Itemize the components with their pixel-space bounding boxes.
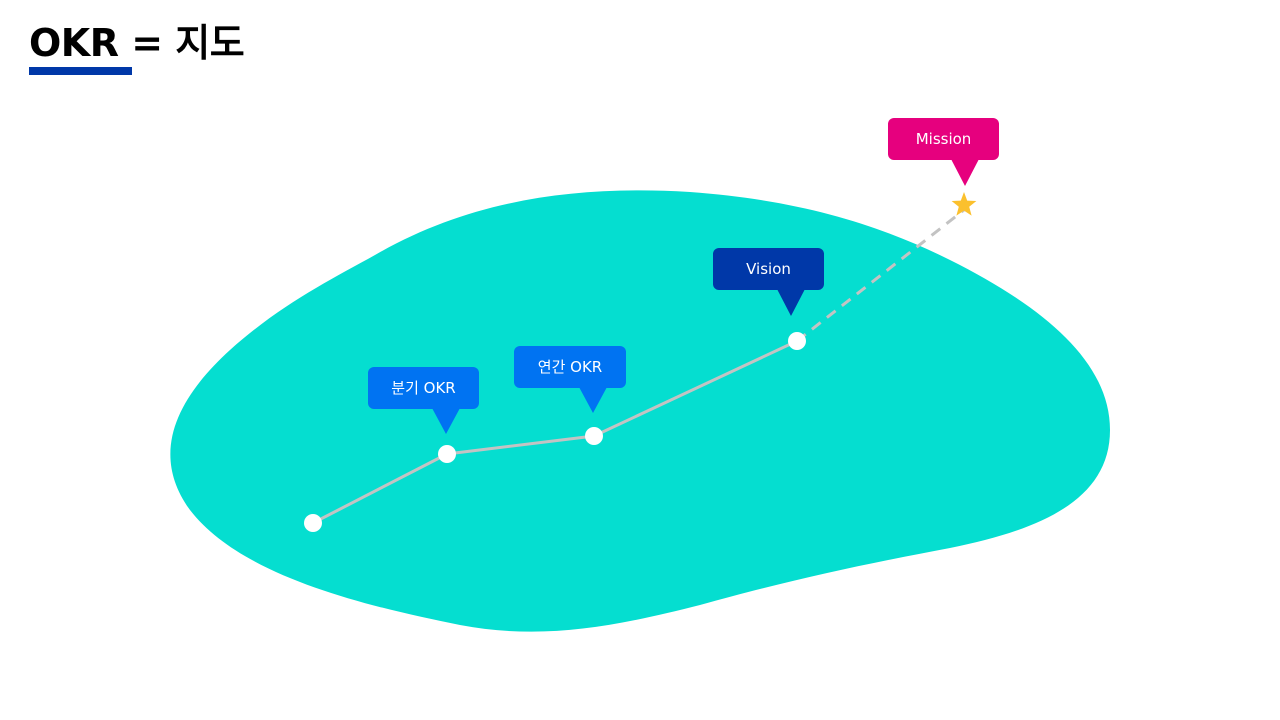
- progress-path: [312, 339, 798, 525]
- callout-vision: Vision: [713, 248, 824, 316]
- callout-mission: Mission: [888, 118, 999, 186]
- path-node-vision: [788, 332, 806, 350]
- path-node-annual: [585, 427, 603, 445]
- callout-mission-label: Mission: [916, 130, 972, 148]
- page-title: OKR = 지도: [29, 21, 245, 65]
- callout-vision-label: Vision: [746, 260, 791, 278]
- island-shape: [170, 190, 1110, 632]
- callout-quarterly-label: 분기 OKR: [391, 379, 455, 397]
- title-underline: [29, 67, 132, 75]
- callout-annual-label: 연간 OKR: [538, 358, 602, 376]
- path-node-start: [304, 514, 322, 532]
- callout-quarterly: 분기 OKR: [368, 367, 479, 434]
- star-icon: [951, 192, 977, 216]
- path-node-quarterly: [438, 445, 456, 463]
- future-path: [796, 208, 965, 343]
- callout-annual: 연간 OKR: [514, 346, 626, 413]
